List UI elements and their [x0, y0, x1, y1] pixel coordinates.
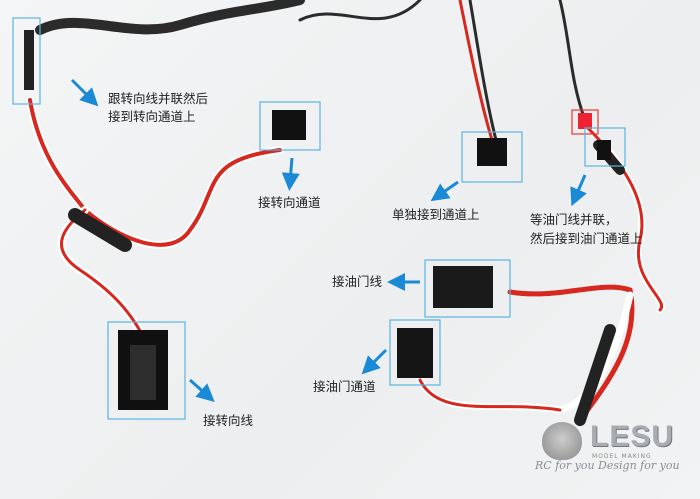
- arrows: [70, 78, 587, 402]
- callout-box-parallel-throttle: [584, 127, 626, 167]
- lion-emblem-icon: [542, 422, 582, 460]
- connectors: [24, 30, 611, 410]
- arrow-icon: [570, 174, 587, 207]
- arrow-icon: [281, 157, 300, 191]
- callout-box-separate-channel: [461, 131, 523, 183]
- callout-boxes: [12, 17, 626, 420]
- arrow-icon: [70, 78, 99, 107]
- logo-subtitle: MODEL MAKING: [592, 453, 652, 460]
- label-throttle-channel: 接油门通道: [313, 379, 376, 394]
- arrow-icon: [361, 348, 388, 375]
- label-parallel-steering-2: 接到转向通道上: [108, 109, 196, 124]
- callout-box-steering-wire: [107, 321, 186, 420]
- label-steering-wire: 接转向线: [203, 413, 254, 428]
- logo-brand: LESU: [590, 420, 675, 453]
- label-parallel-throttle-2: 然后接到油门通道上: [530, 231, 643, 246]
- arrow-icon: [189, 378, 215, 402]
- label-parallel-steering-1: 跟转向线并联然后: [108, 91, 209, 106]
- callout-box-throttle-channel: [389, 319, 441, 386]
- callout-box-throttle-wire: [424, 259, 511, 318]
- label-throttle-wire: 接油门线: [332, 274, 383, 289]
- lesu-logo: LESU MODEL MAKING RC for you Design for …: [535, 420, 690, 480]
- logo-tagline: RC for you Design for you: [535, 459, 680, 472]
- label-steering-channel: 接转向通道: [258, 195, 321, 210]
- label-separate-channel: 单独接到通道上: [392, 207, 480, 222]
- callout-box-parallel-steering: [12, 17, 41, 105]
- callout-box-steering-channel: [259, 101, 321, 151]
- label-parallel-throttle-1: 等油门线并联，: [530, 212, 618, 227]
- arrow-icon: [430, 180, 459, 202]
